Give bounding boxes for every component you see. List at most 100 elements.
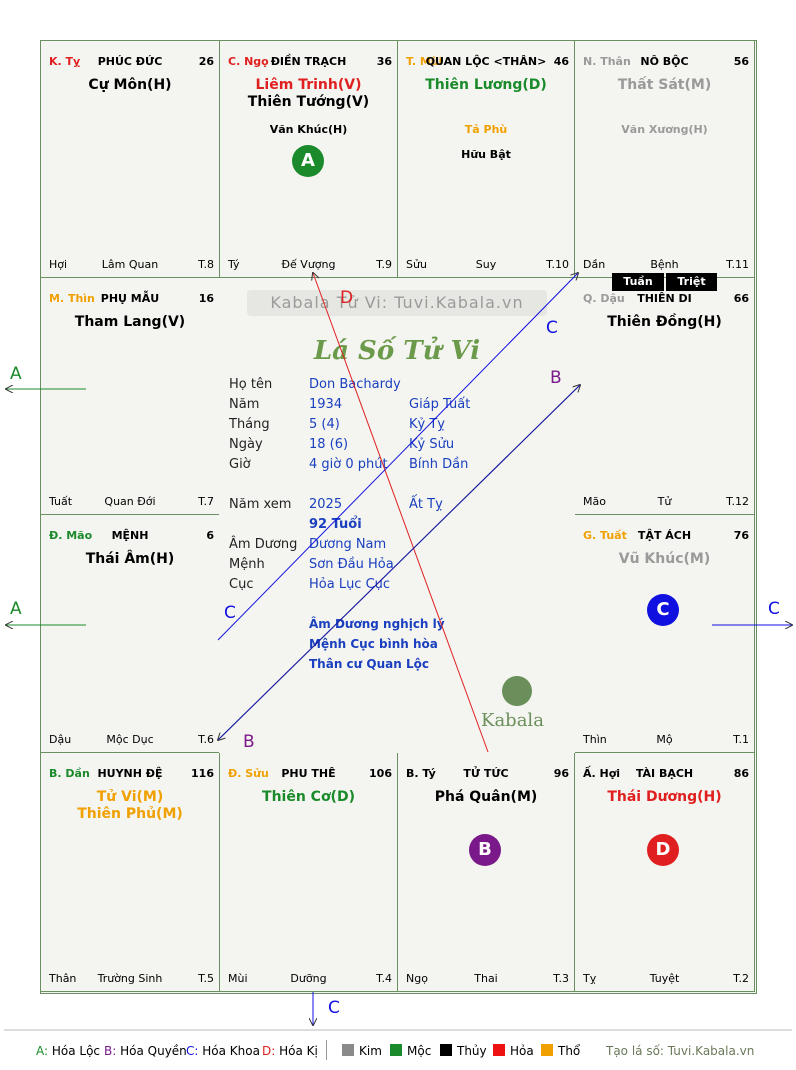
info-value-year: 1934	[309, 397, 343, 412]
hoa-loc-marker: A	[292, 145, 324, 177]
main-star: Thiên Cơ(D)	[262, 789, 355, 805]
info-value-month: 5 (4)	[309, 417, 340, 432]
palace-month-label: T.3	[553, 972, 569, 985]
kabala-logo-icon	[502, 676, 532, 706]
palace-stage-label: Suy	[475, 258, 497, 271]
info-age: 92 Tuổi	[309, 517, 362, 532]
main-star: Thiên Đồng(H)	[607, 314, 722, 330]
minor-star: Văn Xương(H)	[621, 123, 708, 136]
palace-stem-branch: K. Tỵ	[49, 55, 81, 68]
site-credit-link[interactable]: Tạo lá số: Tuvi.Kabala.vn	[606, 1044, 755, 1058]
element-tho-swatch	[541, 1044, 553, 1056]
palace-stage-label: Đế Vượng	[281, 258, 336, 271]
palace-number: 46	[553, 55, 569, 68]
legend-key-d: D:	[262, 1044, 276, 1058]
element-thuy-label: Thủy	[457, 1044, 487, 1058]
palace-month-label: T.5	[198, 972, 214, 985]
palace-number: 116	[191, 767, 214, 780]
palace-number: 76	[733, 529, 749, 542]
element-hoa-label: Hỏa	[510, 1044, 534, 1058]
palace-branch-label: Sửu	[406, 258, 427, 271]
legend-key-c: C:	[186, 1044, 199, 1058]
legend-key-a: A:	[36, 1044, 49, 1058]
palace-stem-branch: C. Ngọ	[228, 55, 269, 68]
palace-branch-label: Mão	[583, 495, 606, 508]
arrow-label-b-top: B	[550, 368, 562, 388]
palace-title: TÀI BẠCH	[635, 767, 694, 780]
minor-star: Hữu Bật	[461, 148, 511, 161]
element-tho-label: Thổ	[558, 1044, 581, 1058]
palace-branch-label: Ngọ	[406, 972, 428, 985]
palace-stage-label: Tuyệt	[649, 972, 680, 985]
info-value-hour: 4 giờ 0 phút	[309, 457, 388, 472]
main-star: Tham Lang(V)	[74, 314, 186, 330]
palace-branch-label: Thìn	[583, 733, 607, 746]
arrow-label-c-top: C	[546, 318, 558, 338]
palace-stem-branch: M. Thìn	[49, 292, 95, 305]
palace-stage-label: Lâm Quan	[101, 258, 159, 271]
palace-branch-label: Dần	[583, 258, 606, 271]
triet-badge: Triệt	[666, 273, 717, 291]
palace-number: 6	[206, 529, 214, 542]
palace-title: TẬT ÁCH	[637, 529, 692, 542]
element-hoa-swatch	[493, 1044, 505, 1056]
hoa-quyen-line-2	[218, 384, 581, 740]
legend-text-b: Hóa Quyền	[120, 1044, 187, 1058]
palace-month-label: T.6	[198, 733, 214, 746]
palace-stem-branch: B. Dần	[49, 767, 90, 780]
palace-month-label: T.10	[546, 258, 569, 271]
hoa-quyen-marker: B	[469, 834, 501, 866]
palace-stage-label: Tử	[657, 495, 672, 508]
legend-key-b: B:	[104, 1044, 117, 1058]
palace-branch-label: Hợi	[49, 258, 68, 271]
palace-title: HUYNH ĐỆ	[97, 767, 163, 780]
element-thuy-swatch	[440, 1044, 452, 1056]
legend-text-a: Hóa Lộc	[51, 1044, 101, 1058]
info-extra-hour: Bính Dần	[409, 457, 469, 472]
palace-stem-branch: Q. Dậu	[583, 292, 625, 305]
element-kim-swatch	[342, 1044, 354, 1056]
arrow-label-c-left: C	[224, 603, 236, 623]
palace-number: 86	[733, 767, 749, 780]
arrow-label-a-2: A	[10, 599, 22, 619]
palace-stage-label: Quan Đới	[104, 495, 156, 508]
info-value-day: 18 (6)	[309, 437, 349, 452]
palace-stem-branch: T. Mùi	[406, 55, 443, 68]
palace-title: NÔ BỘC	[640, 55, 689, 68]
info-label-name: Họ tên	[229, 377, 273, 392]
palace-number: 56	[733, 55, 749, 68]
info-label-am-duong: Âm Dương	[229, 537, 298, 552]
palace-stem-branch: B. Tý	[406, 767, 436, 780]
palace-month-label: T.12	[726, 495, 749, 508]
main-star: Thái Âm(H)	[85, 551, 175, 567]
legend-text-d: Hóa Kị	[279, 1044, 318, 1058]
palace-month-label: T.8	[198, 258, 214, 271]
main-star: Thái Dương(H)	[607, 789, 722, 805]
palace-stage-label: Dưỡng	[290, 972, 327, 985]
arrow-label-a-1: A	[10, 364, 22, 384]
info-label-day: Ngày	[229, 437, 263, 452]
palace-title: ĐIỀN TRẠCH	[270, 55, 347, 68]
palace-branch-label: Tý	[228, 258, 240, 271]
minor-star: Văn Khúc(H)	[269, 123, 348, 136]
kabala-brand: Kabala	[481, 710, 544, 731]
palace-month-label: T.1	[733, 733, 749, 746]
main-star: Cự Môn(H)	[88, 77, 172, 93]
palace-title: PHÚC ĐỨC	[97, 55, 163, 68]
palace-stem-branch: Đ. Mão	[49, 529, 93, 542]
legend-separator	[326, 1040, 327, 1060]
main-star: Thiên Phủ(M)	[77, 806, 183, 822]
info-value-view-year: 2025	[309, 497, 343, 512]
info-label-hour: Giờ	[229, 457, 251, 472]
hoa-khoa-marker: C	[647, 594, 679, 626]
palace-title: PHU THÊ	[281, 767, 336, 780]
palace-stage-label: Bệnh	[650, 258, 679, 271]
info-label-month: Tháng	[229, 417, 270, 432]
